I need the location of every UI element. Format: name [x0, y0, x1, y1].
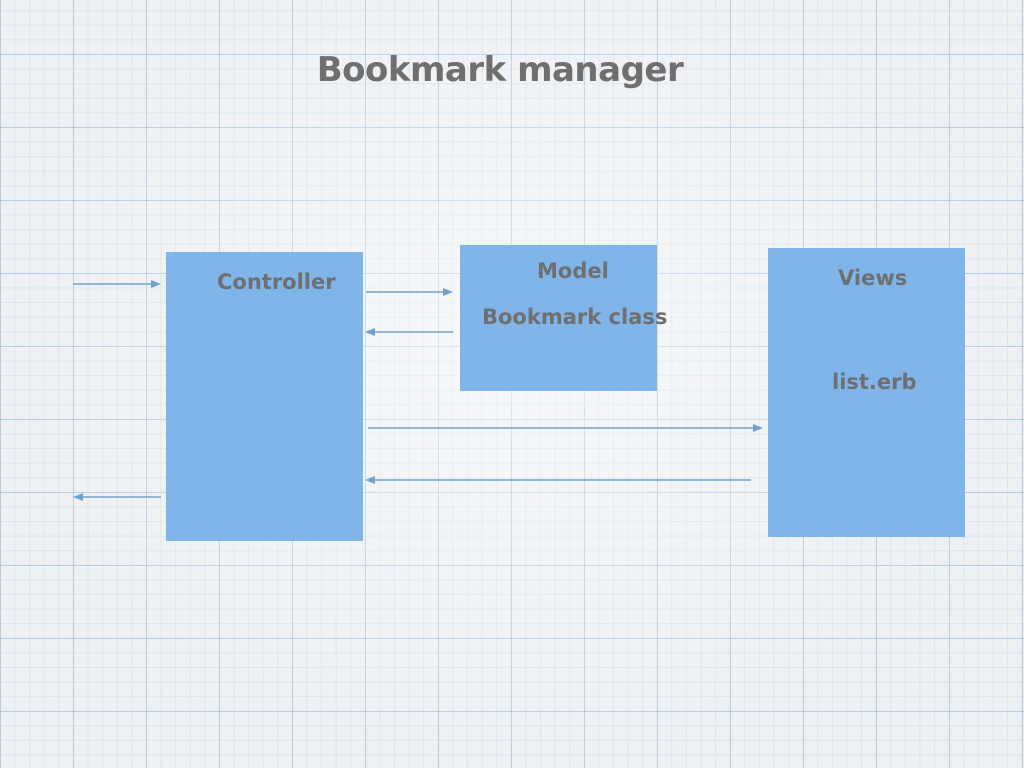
views-file-label: list.erb — [832, 370, 917, 394]
arrow-controller-to-output — [73, 493, 161, 501]
model-class-label: Bookmark class — [482, 305, 668, 329]
arrow-model-to-controller — [365, 328, 453, 336]
arrow-controller-to-model — [366, 288, 453, 296]
arrow-input-to-controller — [73, 280, 161, 288]
views-box — [768, 248, 965, 537]
views-label: Views — [838, 266, 908, 290]
diagram-title: Bookmark manager — [316, 50, 684, 90]
model-label: Model — [537, 259, 609, 283]
controller-box — [166, 252, 363, 541]
model-box — [460, 245, 657, 391]
arrow-controller-to-views — [368, 424, 763, 432]
arrow-views-to-controller — [365, 476, 751, 484]
controller-label: Controller — [217, 270, 336, 294]
